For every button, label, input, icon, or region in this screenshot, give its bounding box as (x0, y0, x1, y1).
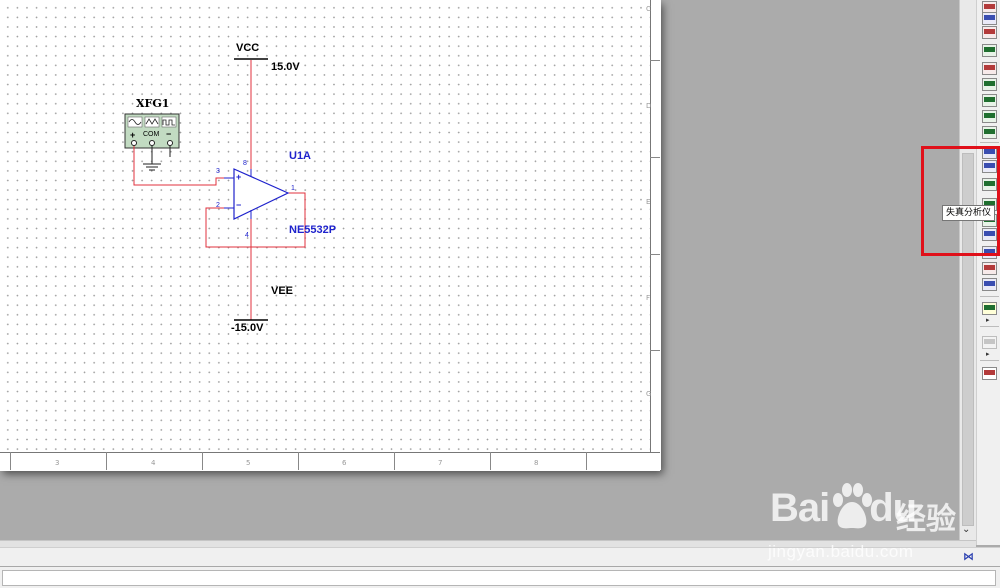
border-tick (298, 452, 299, 470)
toolbar-separator (980, 360, 999, 361)
word-generator-icon[interactable] (982, 110, 997, 123)
input-wire (133, 146, 234, 186)
border-col-label: 6 (342, 459, 347, 467)
agilent-function-generator-icon[interactable] (982, 228, 997, 241)
scroll-down-arrow-icon[interactable]: ⌄ (962, 524, 971, 535)
toolbar-separator (980, 296, 999, 297)
border-col-label: 7 (438, 459, 443, 467)
dropdown-arrow-icon[interactable]: ▸ (986, 350, 990, 358)
pin-label: 2 (216, 202, 220, 209)
terminal-minus (167, 140, 173, 146)
border-tick (586, 452, 587, 470)
border-tick (202, 452, 203, 470)
pin-label: 8 (243, 160, 247, 167)
border-tick (490, 452, 491, 470)
labview-instrument-icon[interactable] (982, 302, 997, 315)
status-bar (0, 566, 1000, 588)
tektronix-oscilloscope-icon[interactable] (982, 278, 997, 291)
feedback-wire (205, 192, 306, 248)
border-row-label: D (646, 102, 652, 110)
vee-value: -15.0V (231, 322, 264, 334)
generator-ref-label[interactable]: XFG1 (136, 97, 170, 110)
vcc-value: 15.0V (271, 61, 300, 73)
oscilloscope-icon[interactable] (982, 44, 997, 57)
opamp-triangle (233, 168, 290, 220)
border-tick (106, 452, 107, 470)
border-tick (10, 452, 11, 470)
opamp-ref-label[interactable]: U1A (289, 150, 312, 162)
instrument-tooltip: 失真分析仪 (942, 205, 996, 221)
dropdown-arrow-icon[interactable]: ▸ (986, 316, 990, 324)
border-tick (650, 60, 660, 61)
opamp-u1a (224, 168, 290, 220)
border-row-label: C (646, 5, 651, 13)
border-row-label: F (646, 294, 651, 302)
sheet-border-right (650, 0, 661, 470)
triangle-wave-icon (144, 116, 160, 128)
opamp-model-label[interactable]: NE5532P (289, 224, 337, 236)
horizontal-scrollbar[interactable] (0, 540, 976, 548)
opamp-minus-sign: − (236, 200, 242, 210)
bode-plotter-icon[interactable] (982, 78, 997, 91)
border-row-label: E (646, 198, 651, 206)
instruments-toolbar: ▸ ▸ (976, 0, 1000, 545)
border-tick (650, 254, 660, 255)
border-col-label: 4 (151, 459, 156, 467)
wattmeter-icon[interactable] (982, 26, 997, 39)
toolbar-separator (980, 142, 999, 143)
schematic-sheet[interactable] (0, 0, 660, 470)
scrollbar-thumb[interactable] (962, 153, 974, 526)
border-tick (650, 157, 660, 158)
toolbar-separator (980, 326, 999, 327)
opamp-plus-sign: + (236, 172, 242, 182)
generator-minus-label: − (166, 129, 172, 139)
pin-label: 3 (216, 168, 220, 175)
pin-label: 1 (291, 185, 295, 192)
pin-label: 4 (245, 232, 249, 239)
iv-analyzer-icon[interactable] (982, 160, 997, 173)
design-tab-strip: ⋈ (0, 547, 1000, 566)
four-channel-oscilloscope-icon[interactable] (982, 62, 997, 75)
border-tick (394, 452, 395, 470)
terminal-com (149, 140, 155, 146)
border-row-label: G (646, 390, 652, 398)
current-probe-icon[interactable] (982, 367, 997, 380)
generator-plus-label: + (130, 130, 136, 140)
status-field (2, 570, 996, 586)
vertical-scrollbar[interactable]: ⌄ (959, 0, 977, 540)
border-col-label: 8 (534, 459, 539, 467)
watermark-url: jingyan.baidu.com (768, 542, 914, 561)
frequency-counter-icon[interactable] (982, 94, 997, 107)
border-col-label: 5 (246, 459, 251, 467)
measurement-probe-icon[interactable] (982, 336, 997, 349)
highlight-box (921, 146, 1000, 256)
distortion-analyzer-icon[interactable] (982, 178, 997, 191)
schematic-drawing (124, 58, 306, 321)
vee-label[interactable]: VEE (271, 285, 294, 297)
baidu-paw-icon (833, 483, 872, 529)
generator-com-label: COM (143, 131, 160, 138)
terminal-plus (131, 140, 137, 146)
panel-toggle-icon[interactable]: ⋈ (963, 550, 974, 563)
watermark-service: 经验 (896, 502, 956, 537)
logic-converter-icon[interactable] (982, 146, 997, 159)
logic-analyzer-icon[interactable] (982, 126, 997, 139)
border-tick (650, 350, 660, 351)
function-generator-icon[interactable] (982, 12, 997, 25)
function-generator-xfg1 (124, 113, 180, 149)
border-col-label: 3 (55, 459, 60, 467)
agilent-oscilloscope-icon[interactable] (982, 262, 997, 275)
vcc-label[interactable]: VCC (236, 42, 260, 54)
sheet-border-bottom (0, 452, 660, 471)
